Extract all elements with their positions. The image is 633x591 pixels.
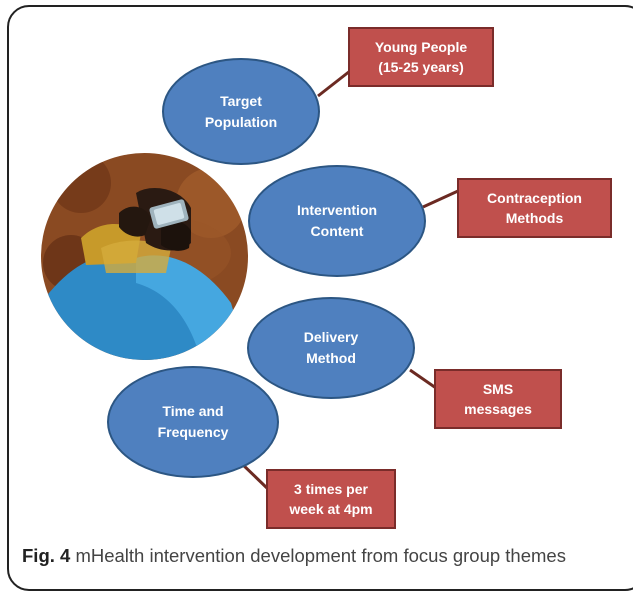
detail-label: 3 times per week at 4pm [289,481,373,517]
detail-three-times-per-week: 3 times per week at 4pm [266,469,396,529]
theme-time-frequency: Time and Frequency [107,366,279,478]
theme-delivery-method: Delivery Method [247,297,415,399]
figure-caption: Fig. 4 mHealth intervention development … [22,545,566,567]
theme-label: Intervention Content [296,202,378,239]
connector-delivery-method [409,368,437,390]
detail-label: Young People (15-25 years) [374,39,468,75]
theme-label: Time and Frequency [157,403,229,440]
figure-number: Fig. 4 [22,545,71,566]
detail-contraception-methods: Contraception Methods [457,178,612,238]
detail-young-people: Young People (15-25 years) [348,27,494,87]
connector-intervention-content [422,189,459,209]
theme-target-population: Target Population [162,58,320,165]
detail-label: SMS messages [464,381,532,417]
figure-caption-text: mHealth intervention development from fo… [75,545,566,566]
person-holding-phone-image [41,153,248,360]
theme-label: Delivery Method [303,329,359,366]
connector-target-population [317,69,351,98]
theme-label: Target Population [204,92,278,130]
detail-sms-messages: SMS messages [434,369,562,429]
theme-intervention-content: Intervention Content [248,165,426,277]
detail-label: Contraception Methods [487,190,582,226]
